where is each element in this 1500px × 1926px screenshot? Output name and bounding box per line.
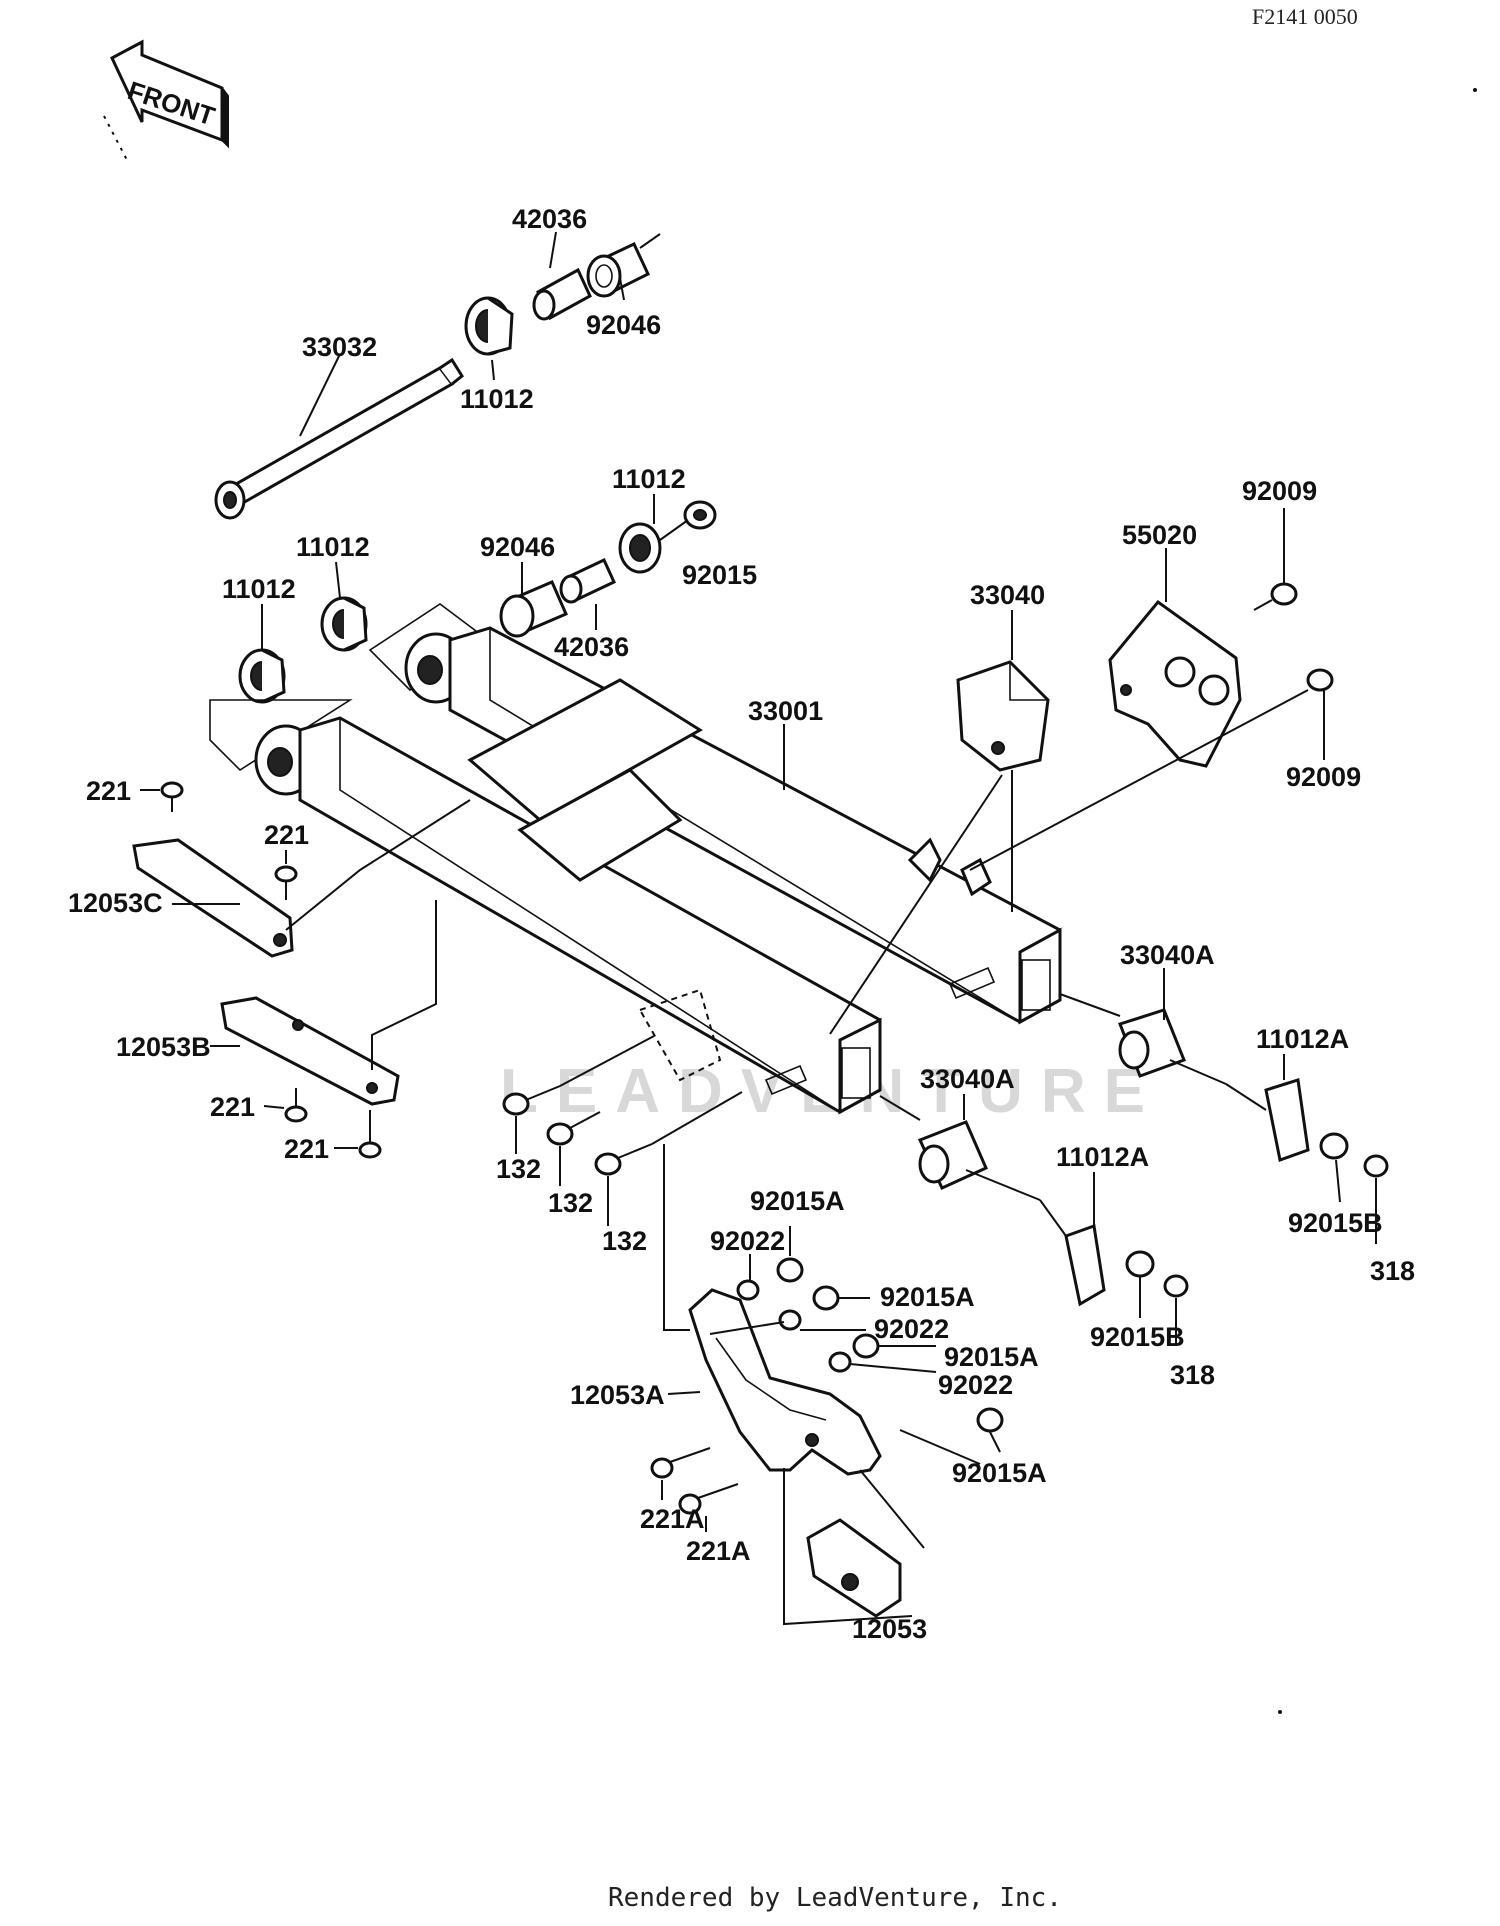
bolt-92009-top <box>1253 582 1298 611</box>
callout-221-b: 221 <box>264 820 309 850</box>
nut-92015B-right <box>1319 1132 1349 1160</box>
callout-12053A: 12053A <box>570 1380 665 1410</box>
callout-11012-top: 11012 <box>460 384 534 414</box>
screw-221-b <box>274 865 298 900</box>
callout-92015A-a: 92015A <box>750 1186 845 1216</box>
callout-318-right: 318 <box>1370 1256 1415 1286</box>
diagram-code: F2141 0050 <box>1252 4 1358 29</box>
sleeve-42036-mid <box>559 557 616 604</box>
callout-92022-a: 92022 <box>710 1226 785 1256</box>
callout-92015B-center: 92015B <box>1090 1322 1185 1352</box>
callout-221A-b: 221A <box>686 1536 751 1566</box>
bearing-92046-top <box>586 241 650 298</box>
collar-11012-top <box>464 296 514 356</box>
nut-92015A-b <box>812 1285 840 1311</box>
callout-11012-mid-a: 11012 <box>296 532 370 562</box>
callout-318-center: 318 <box>1170 1360 1215 1390</box>
callout-221-d: 221 <box>284 1134 329 1164</box>
callout-221-a: 221 <box>86 776 131 806</box>
nut-92015A-a <box>776 1257 804 1283</box>
callout-33001: 33001 <box>748 696 823 726</box>
screw-221-d <box>358 1110 382 1159</box>
collar-11012-mid <box>618 522 662 574</box>
callout-92046-top: 92046 <box>586 310 661 340</box>
sleeve-42036-top <box>532 267 592 321</box>
callout-42036-mid: 42036 <box>554 632 629 662</box>
bolt-92009-bottom <box>1306 668 1334 692</box>
adjuster-33040A-right <box>1118 1008 1227 1085</box>
nut-318-right <box>1363 1154 1389 1178</box>
pivot-shaft-33032 <box>214 357 464 520</box>
callout-12053: 12053 <box>852 1614 927 1644</box>
callout-33040A-center: 33040A <box>920 1064 1015 1094</box>
callout-33040: 33040 <box>970 580 1045 610</box>
leader-lines <box>140 231 1377 1532</box>
callout-221-c: 221 <box>210 1092 255 1122</box>
bolt-132-a <box>502 1085 561 1116</box>
nut-92015A-d <box>976 1407 1004 1433</box>
callout-221A-a: 221A <box>640 1504 705 1534</box>
callout-11012-mid-c: 11012 <box>612 464 686 494</box>
callout-132-c: 132 <box>602 1226 647 1256</box>
chain-guide-12053A <box>688 1288 882 1476</box>
callout-55020: 55020 <box>1122 520 1197 550</box>
adjuster-plate-11012A-center <box>1064 1223 1106 1307</box>
screw-221-c <box>284 1088 308 1123</box>
callout-132-a: 132 <box>496 1154 541 1184</box>
callout-92015A-c: 92015A <box>944 1342 1039 1372</box>
callout-12053B: 12053B <box>116 1032 211 1062</box>
callout-11012A-center: 11012A <box>1056 1142 1149 1172</box>
callout-92009-bottom: 92009 <box>1286 762 1361 792</box>
callout-33032: 33032 <box>302 332 377 362</box>
chain-slider-12053C <box>132 838 294 958</box>
screw-221A-a <box>650 1447 711 1479</box>
footer-credit: Rendered by LeadVenture, Inc. <box>608 1883 1062 1913</box>
callout-11012A-right: 11012A <box>1256 1024 1349 1054</box>
collar-11012-left <box>238 648 286 704</box>
nut-92015B-center <box>1125 1250 1155 1278</box>
front-arrow-icon <box>103 39 229 163</box>
callout-92015A-b: 92015A <box>880 1282 975 1312</box>
washer-92022-b <box>778 1309 802 1331</box>
callout-12053C: 12053C <box>68 888 163 918</box>
washer-92022-c <box>828 1351 852 1373</box>
callout-92046-mid: 92046 <box>480 532 555 562</box>
callout-92009-top: 92009 <box>1242 476 1317 506</box>
nut-318-center <box>1163 1274 1189 1298</box>
washer-92022-a <box>736 1279 760 1301</box>
callout-132-b: 132 <box>548 1188 593 1218</box>
callout-92022-b: 92022 <box>874 1314 949 1344</box>
callout-92022-c: 92022 <box>938 1370 1013 1400</box>
collar-11012-left2 <box>320 596 368 652</box>
callout-92015: 92015 <box>682 560 757 590</box>
guide-33040 <box>956 660 1050 772</box>
plate-55020 <box>1108 599 1242 768</box>
callout-42036-top: 42036 <box>512 204 587 234</box>
callout-92015B-right: 92015B <box>1288 1208 1383 1238</box>
chain-slider-12053B <box>220 996 400 1106</box>
nut-92015 <box>683 500 717 530</box>
chain-slider-12053 <box>806 1518 902 1618</box>
bolt-132-c <box>594 1143 653 1176</box>
screw-221A-b <box>678 1483 739 1515</box>
adjuster-33040A-center <box>917 1120 1041 1201</box>
callout-92015A-d: 92015A <box>952 1458 1047 1488</box>
bolt-132-b <box>546 1111 601 1146</box>
callout-33040A-right: 33040A <box>1120 940 1215 970</box>
callout-11012-mid-b: 11012 <box>222 574 296 604</box>
bearing-92046-mid <box>499 580 568 638</box>
screw-221-a <box>160 781 184 812</box>
adjuster-plate-11012A-right <box>1264 1078 1310 1162</box>
